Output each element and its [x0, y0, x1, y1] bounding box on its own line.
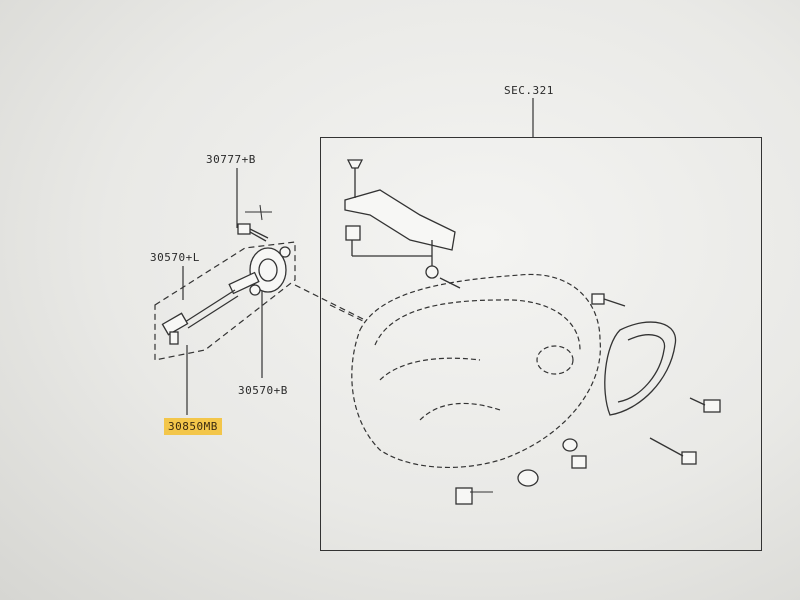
clutch-line-pipe [161, 289, 239, 345]
part-number-30570b: 30570+B [238, 384, 288, 397]
transmission-case [351, 273, 601, 469]
actuator-group-box [154, 241, 296, 361]
dimension-arrow-30777 [245, 204, 272, 221]
part-number-30850-highlighted: 30850MB [164, 418, 222, 435]
bracket-assembly [344, 159, 461, 289]
side-cover [604, 321, 677, 416]
transmission-section-frame [320, 137, 762, 551]
part-number-30570l: 30570+L [150, 251, 200, 264]
loose-bolts [455, 293, 721, 505]
part-number-30777: 30777+B [206, 153, 256, 166]
section-reference-label: SEC.321 [504, 84, 554, 97]
bolt-30777 [237, 223, 269, 242]
concentric-slave-cylinder [228, 246, 291, 296]
